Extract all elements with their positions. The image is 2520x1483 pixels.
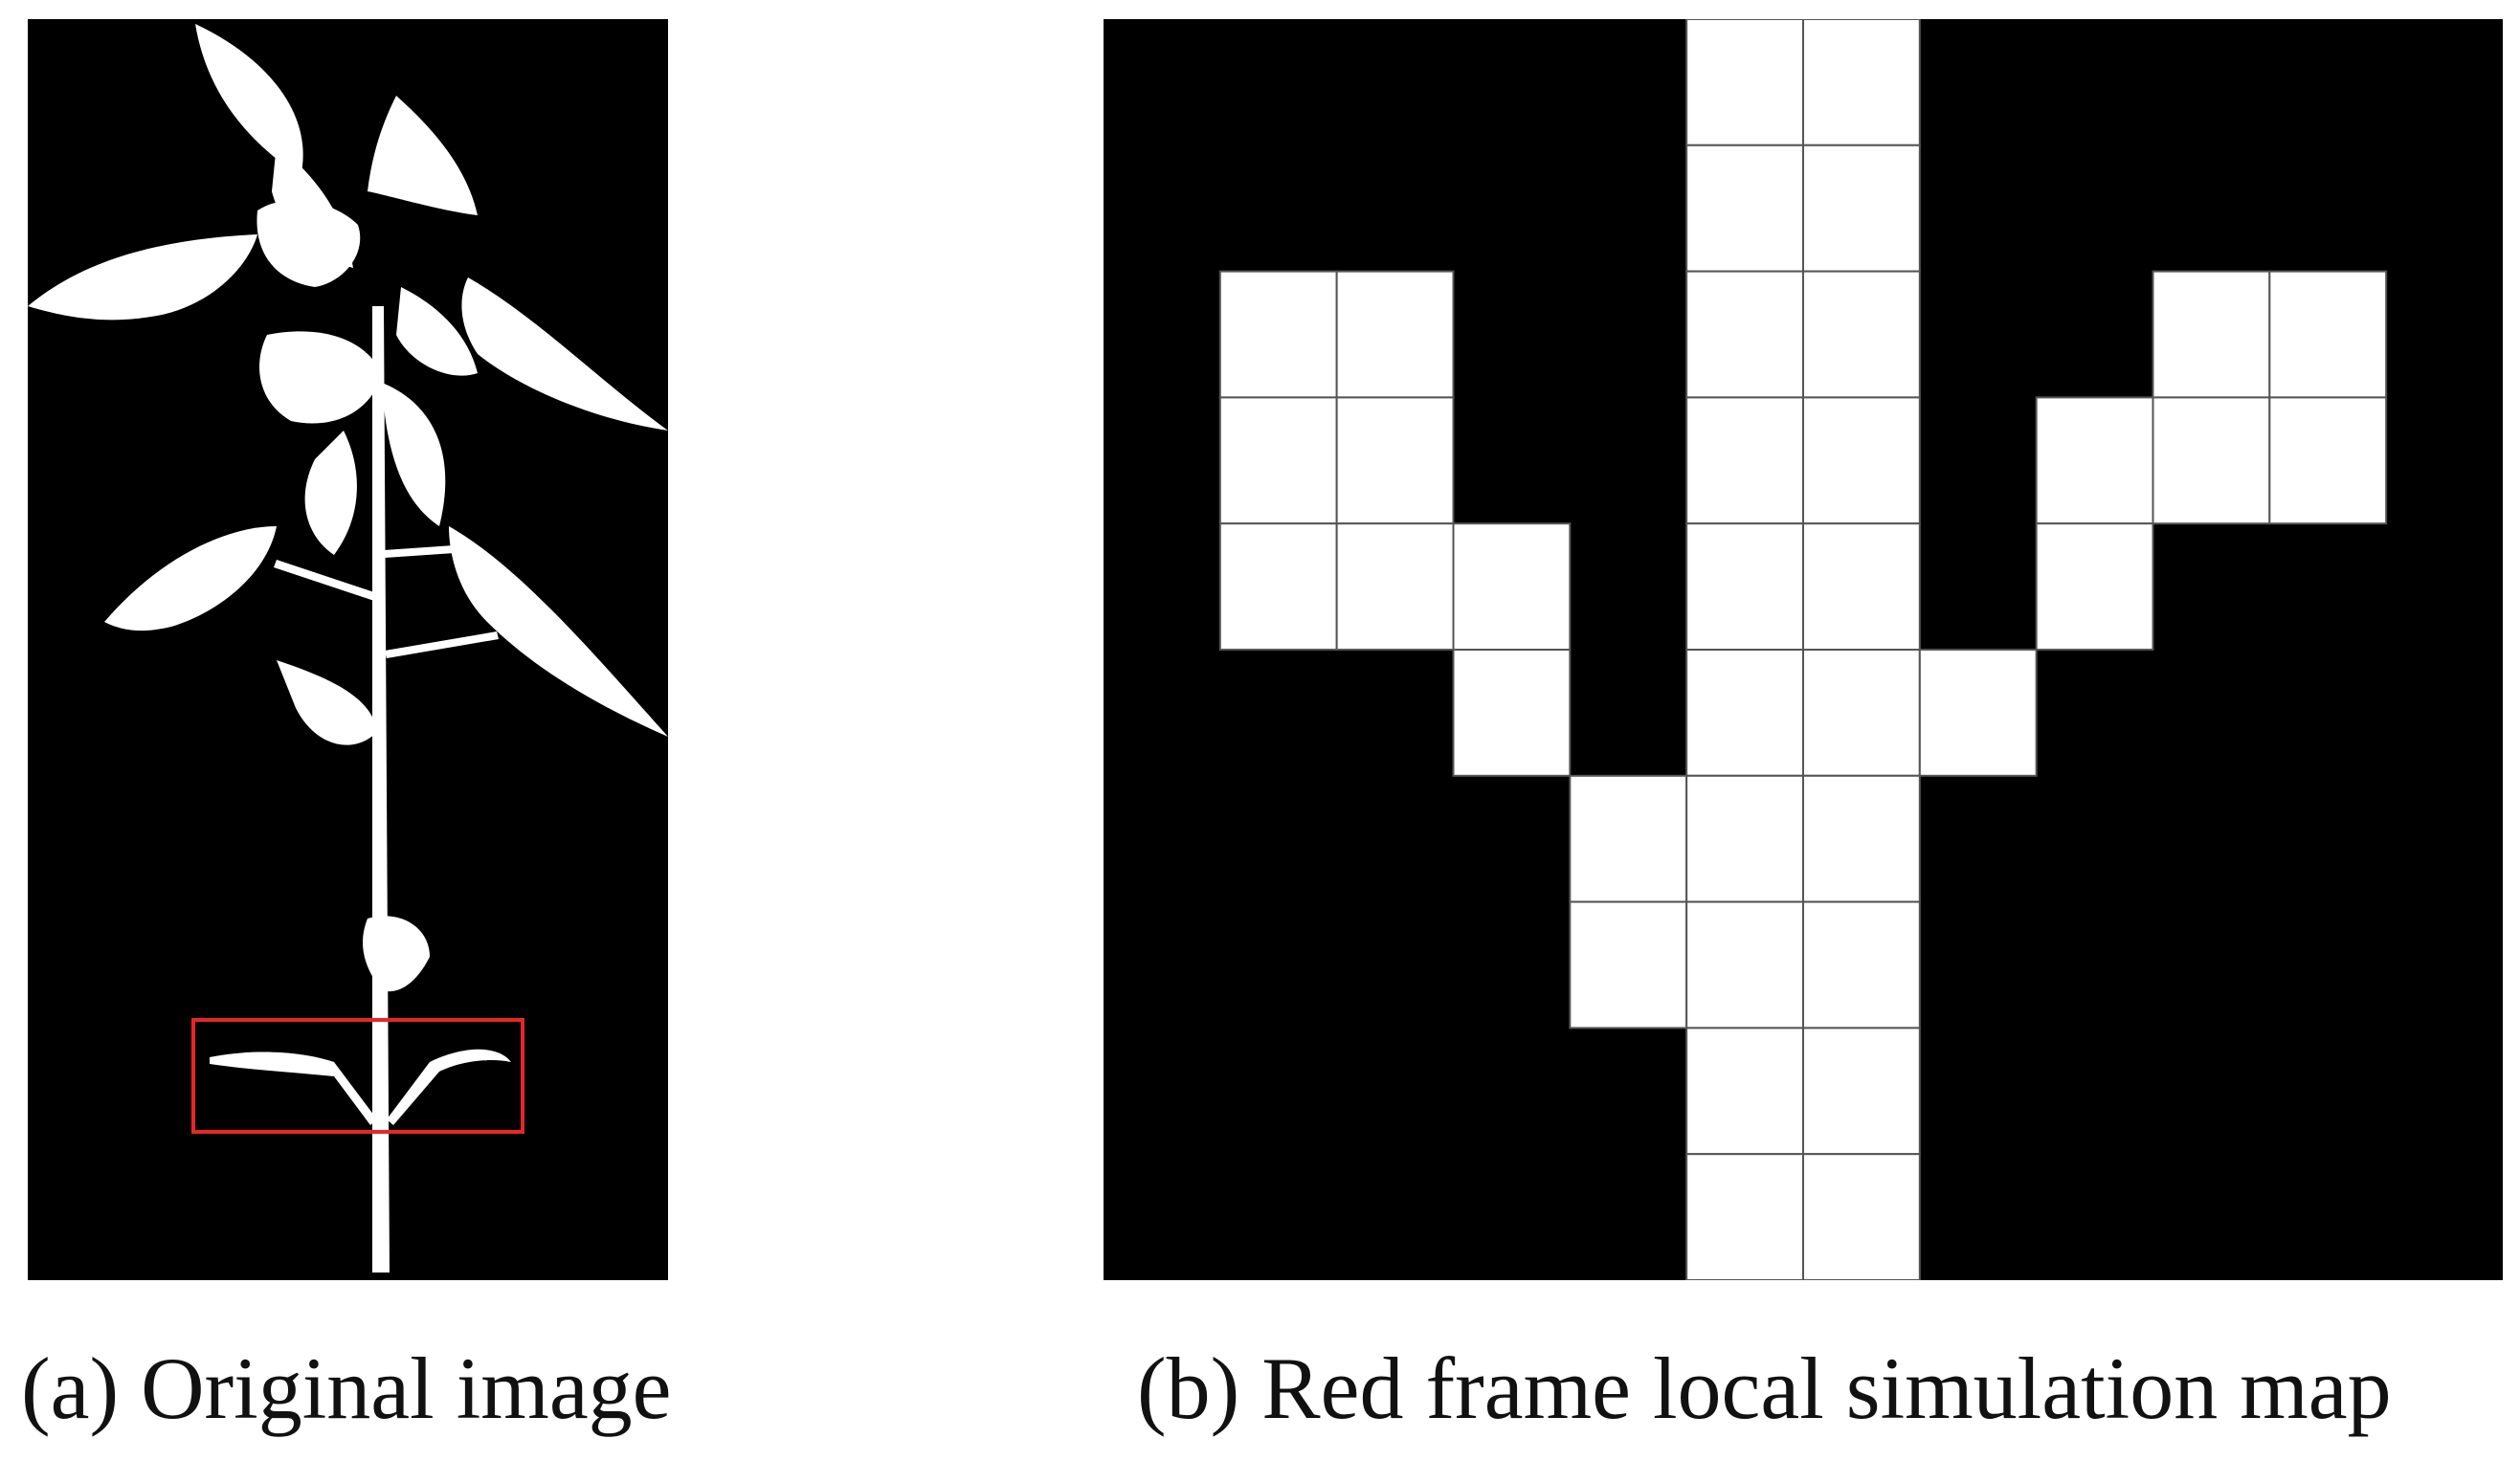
plant-cotyledon-right xyxy=(387,1049,511,1125)
grid-cell-filled xyxy=(1452,522,1572,652)
grid-cell-filled xyxy=(2268,396,2388,525)
grid-cell-filled xyxy=(2035,396,2154,525)
grid-cell-filled xyxy=(1452,649,1572,777)
plant-leaf xyxy=(449,526,668,737)
grid-cell-filled xyxy=(1685,522,1805,652)
plant-branch xyxy=(384,545,455,558)
grid-cell-filled xyxy=(1802,649,1921,777)
grid-cell-filled xyxy=(1685,1153,1805,1280)
grid-cell-filled xyxy=(1685,270,1805,399)
plant-silhouette xyxy=(28,24,668,1273)
grid-cell-filled xyxy=(1685,900,1805,1029)
grid-cell-filled xyxy=(1685,774,1805,903)
grid-cell-filled xyxy=(1685,1027,1805,1156)
plant-branch xyxy=(385,631,499,658)
grid-cell-filled xyxy=(1918,649,2038,777)
grid-cell-filled xyxy=(1802,19,1921,146)
plant-leaf xyxy=(195,24,303,177)
simulation-map-panel xyxy=(1104,19,2503,1280)
original-image-panel xyxy=(28,19,668,1280)
grid-cell-filled xyxy=(2152,270,2271,399)
plant-leaf xyxy=(396,287,478,376)
grid-cell-filled xyxy=(1802,144,1921,273)
red-highlight-frame xyxy=(191,1018,524,1134)
grid-cell-filled xyxy=(1335,270,1455,399)
grid-cell-filled xyxy=(1335,522,1455,652)
plant-branch xyxy=(274,560,377,601)
grid-cell-filled xyxy=(1802,900,1921,1029)
plant-leaf xyxy=(368,96,478,215)
plant-stem xyxy=(372,306,390,1273)
plant-leaf xyxy=(28,234,257,321)
grid-cell-filled xyxy=(2268,270,2388,399)
grid-cell-filled xyxy=(1218,522,1338,652)
plant-leaf xyxy=(259,331,382,424)
plant-leaf xyxy=(461,277,668,431)
grid-cell-filled xyxy=(1685,649,1805,777)
grid-cell-filled xyxy=(1685,396,1805,525)
grid-cell-filled xyxy=(2152,396,2271,525)
grid-cell-filled xyxy=(1569,774,1688,903)
grid-cell-filled xyxy=(1802,1027,1921,1156)
caption-original-image: (a) Original image xyxy=(21,1339,672,1437)
plant-shape xyxy=(28,24,668,1273)
plant-cotyledon-left xyxy=(210,1051,377,1125)
grid-cell-filled xyxy=(1802,396,1921,525)
pixel-grid xyxy=(1104,19,2503,1280)
grid-cell-filled xyxy=(1218,396,1338,525)
plant-leaf xyxy=(382,383,446,526)
grid-cell-filled xyxy=(1218,270,1338,399)
plant-leaf xyxy=(363,916,430,992)
grid-cell-filled xyxy=(1685,144,1805,273)
grid-cell-filled xyxy=(1802,522,1921,652)
plant-leaf xyxy=(304,431,357,555)
plant-leaf xyxy=(104,526,277,631)
plant-leaf xyxy=(277,660,377,745)
grid-cell-filled xyxy=(1685,19,1805,146)
grid-cell-filled xyxy=(2035,522,2154,652)
grid-cell-filled xyxy=(1802,774,1921,903)
plant-flower-cluster xyxy=(256,200,361,287)
grid-cell-filled xyxy=(1802,1153,1921,1280)
grid-cell-filled xyxy=(1802,270,1921,399)
caption-simulation-map: (b) Red frame local simulation map xyxy=(1137,1339,2392,1437)
grid-cell-filled xyxy=(1335,396,1455,525)
grid-cell-filled xyxy=(1569,900,1688,1029)
